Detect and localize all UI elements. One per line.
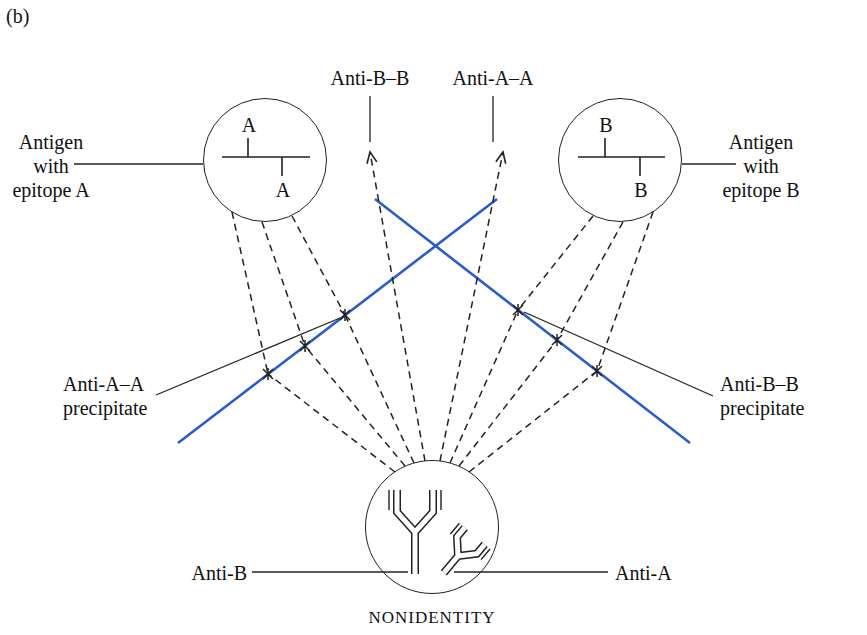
arrowhead	[367, 152, 377, 164]
epitope-letter: B	[599, 113, 612, 137]
diffusion-line	[597, 212, 653, 371]
leader-lines	[74, 96, 736, 572]
epitope-letter: A	[242, 113, 256, 137]
precipitate-star	[513, 304, 523, 316]
precipitin-line	[375, 199, 690, 443]
antibody-symbol	[434, 528, 485, 581]
precipitate-star	[592, 365, 602, 377]
leader-line	[369, 96, 370, 142]
diffusion-line	[557, 222, 623, 340]
antigen-label: Antigen with epitope A	[7, 130, 95, 202]
diffusion-label: Anti-A–A	[452, 66, 533, 90]
antibody-symbols	[389, 490, 490, 586]
precipitin-line	[178, 199, 497, 443]
epitope-letter: B	[634, 178, 647, 202]
antibody-light-chain	[450, 523, 490, 559]
diffusion-arrow-line	[370, 152, 425, 461]
antibody-well: Anti-BAnti-A	[365, 460, 499, 594]
diffusion-line	[262, 222, 305, 346]
arrowhead	[496, 152, 506, 164]
precipitate-star	[300, 340, 310, 352]
precipitate-label: Anti-B–B precipitate	[720, 372, 812, 420]
antigen-molecules	[222, 138, 665, 176]
precipitate-star	[552, 334, 562, 346]
leader-line	[74, 163, 203, 164]
antibody-symbol	[434, 528, 485, 581]
epitope-letter: A	[276, 178, 290, 202]
leader-line	[252, 571, 408, 572]
diffusion-line	[292, 216, 345, 315]
precipitate-marks	[263, 304, 602, 380]
caption: NONIDENTITY	[368, 607, 495, 628]
antigen-well: Antigen with epitope AAA	[203, 98, 327, 222]
antibody-symbol	[397, 490, 433, 574]
leader-line	[156, 318, 340, 395]
antibody-symbol	[397, 490, 433, 574]
antigen-label: Antigen with epitope B	[717, 130, 805, 202]
antibody-label: Anti-A	[615, 561, 672, 585]
diffusion-lines	[232, 152, 653, 472]
precipitate-star	[263, 368, 273, 380]
antigen-well: Antigen with epitope BBB	[558, 98, 682, 222]
diffusion-line	[305, 346, 405, 466]
diffusion-label: Anti-B–B	[331, 66, 410, 90]
antibody-symbol	[429, 523, 490, 585]
precipitate-label: Anti-A–A precipitate	[63, 372, 155, 420]
antibody-label: Anti-B	[191, 561, 247, 585]
diffusion-line	[268, 374, 395, 472]
panel-label: (b)	[6, 4, 29, 28]
diffusion-line	[469, 371, 597, 472]
precipitate-star	[340, 309, 350, 321]
leader-line	[454, 571, 608, 572]
antigen-molecule	[222, 138, 310, 176]
antigen-molecule	[578, 138, 665, 176]
diffusion-line	[459, 340, 557, 466]
leader-line	[682, 163, 736, 164]
antibody-light-chain	[389, 490, 441, 510]
leader-line	[492, 96, 493, 142]
diffusion-line	[450, 310, 518, 463]
leader-line	[524, 312, 713, 396]
